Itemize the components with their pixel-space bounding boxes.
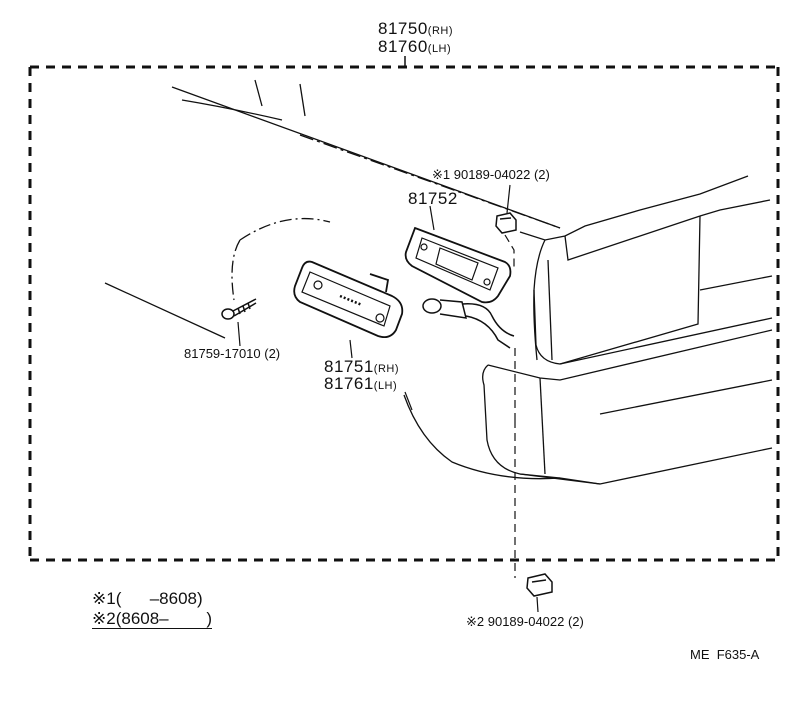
clip-callout-2: ※2 90189-04022 (2) [466,614,584,629]
assembly-part-rh: 81750(RH) [378,20,453,37]
lamp-rh-number: 81751 [324,357,374,376]
assembly-lh-tag: (LH) [427,43,452,55]
lamp-rh-tag: (RH) [373,363,399,375]
lamp-part-rh: 81751(RH) [324,358,399,375]
gasket [404,226,512,304]
assembly-boundary [28,65,780,562]
assembly-lh-number: 81760 [378,37,428,56]
legend-row-1: ※1( –8608) [92,590,203,607]
assembly-part-lh: 81760(LH) [378,38,451,55]
reference-code: ME F635-A [690,647,760,662]
gasket-part-number: 81752 [408,189,458,208]
legend-mark-1: ※1 [92,589,116,608]
assembly-rh-number: 81750 [378,19,428,38]
lamp-lh-number: 81761 [324,374,374,393]
screw-callout: 81759-17010 (2) [184,346,281,361]
legend-mark-2: ※2 [92,609,116,628]
side-marker-lamp [293,260,404,339]
legend-row-2: ※2(8608– ) [92,609,213,629]
lamp-part-lh: 81761(LH) [324,375,397,392]
clip-callout-1: ※1 90189-04022 (2) [432,167,550,182]
clip-upper [495,212,517,234]
clip-lower [526,573,553,597]
assembly-rh-tag: (RH) [427,25,453,37]
vehicle-body [104,79,773,485]
legend-range-2: (8608– ) [115,609,213,628]
legend-range-1: ( –8608) [115,589,203,608]
bulb-socket [422,298,515,349]
leader-lines [237,184,539,613]
screw [221,298,257,320]
lamp-lh-tag: (LH) [373,380,398,392]
